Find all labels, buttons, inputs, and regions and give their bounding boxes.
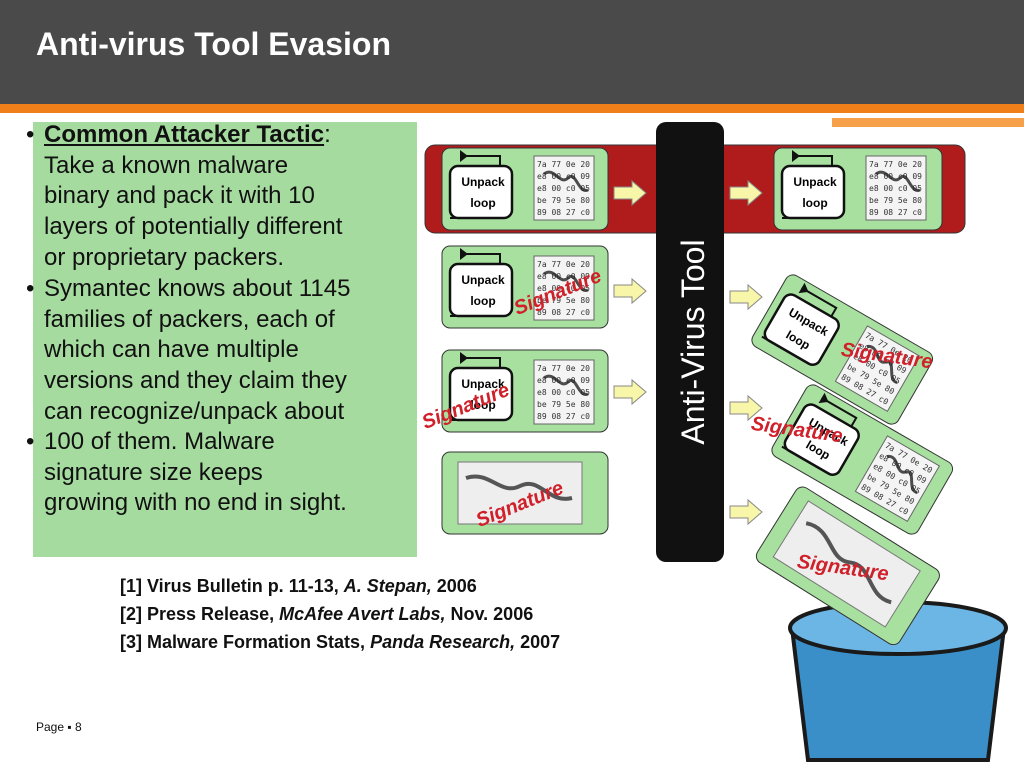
text-line: signature size keeps	[44, 458, 263, 486]
bullet-1: •	[26, 121, 35, 148]
bullet-paragraph-3: 100 of them. Malware signature size keep…	[44, 427, 416, 519]
text-line: 100 of them. Malware	[44, 428, 275, 455]
text-line: or proprietary packers.	[44, 243, 285, 271]
arrow-icon	[613, 379, 647, 405]
reference-2: [2] Press Release, McAfee Avert Labs, No…	[120, 604, 534, 624]
anti-virus-tool-bar	[656, 122, 724, 562]
unpack-label: Unpack	[793, 175, 837, 189]
text-line: layers of potentially different	[44, 213, 343, 241]
orange-accent-bar	[832, 118, 1024, 127]
text-line: which can have multiple	[44, 336, 299, 364]
arrow-icon	[729, 284, 763, 310]
falling-sample-panel: Unpack loop	[771, 384, 954, 535]
reference-1: [1] Virus Bulletin p. 11-13, A. Stepan, …	[120, 576, 477, 596]
text-line: versions and they claim they	[44, 367, 347, 395]
falling-sample-panel: Unpack loop	[751, 274, 934, 425]
orange-divider	[0, 104, 1024, 113]
slide-title: Anti-virus Tool Evasion	[36, 26, 391, 62]
text-line: can recognize/unpack about	[44, 397, 345, 425]
bullet-2: •	[26, 275, 35, 302]
tactic-heading: Common Attacker Tactic	[44, 121, 325, 148]
reference-3: [3] Malware Formation Stats, Panda Resea…	[120, 632, 561, 652]
bullet-paragraph-2: Symantec knows about 1145 families of pa…	[44, 274, 416, 428]
falling-signature-panel	[755, 486, 940, 646]
unpack-label: Unpack	[461, 273, 505, 287]
text-line: growing with no end in sight.	[44, 489, 347, 517]
bullet-3: •	[26, 428, 35, 455]
loop-label: loop	[802, 196, 827, 210]
unpack-label: Unpack	[461, 175, 505, 189]
virus-image	[465, 474, 573, 501]
text-line: Symantec knows about 1145	[44, 275, 351, 302]
bullet-paragraph-1: Common Attacker Tactic: Take a known mal…	[44, 121, 343, 271]
arrow-icon	[613, 278, 647, 304]
loop-label: loop	[470, 196, 495, 210]
text-box	[33, 122, 417, 557]
anti-virus-tool-label: Anti-Virus Tool	[675, 239, 711, 444]
text-line: families of packers, each of	[44, 305, 335, 333]
text-line: Take a known malware	[44, 151, 289, 179]
references: [1] Virus Bulletin p. 11-13, A. Stepan, …	[120, 572, 560, 656]
loop-label: loop	[470, 398, 495, 412]
slide-header: Anti-virus Tool Evasion	[0, 0, 1024, 104]
arrow-icon	[729, 499, 763, 525]
text-line: binary and pack it with 10	[44, 182, 315, 210]
page-number: Page ▪ 8	[36, 720, 82, 734]
unpack-label: Unpack	[461, 377, 505, 391]
loop-label: loop	[470, 294, 495, 308]
